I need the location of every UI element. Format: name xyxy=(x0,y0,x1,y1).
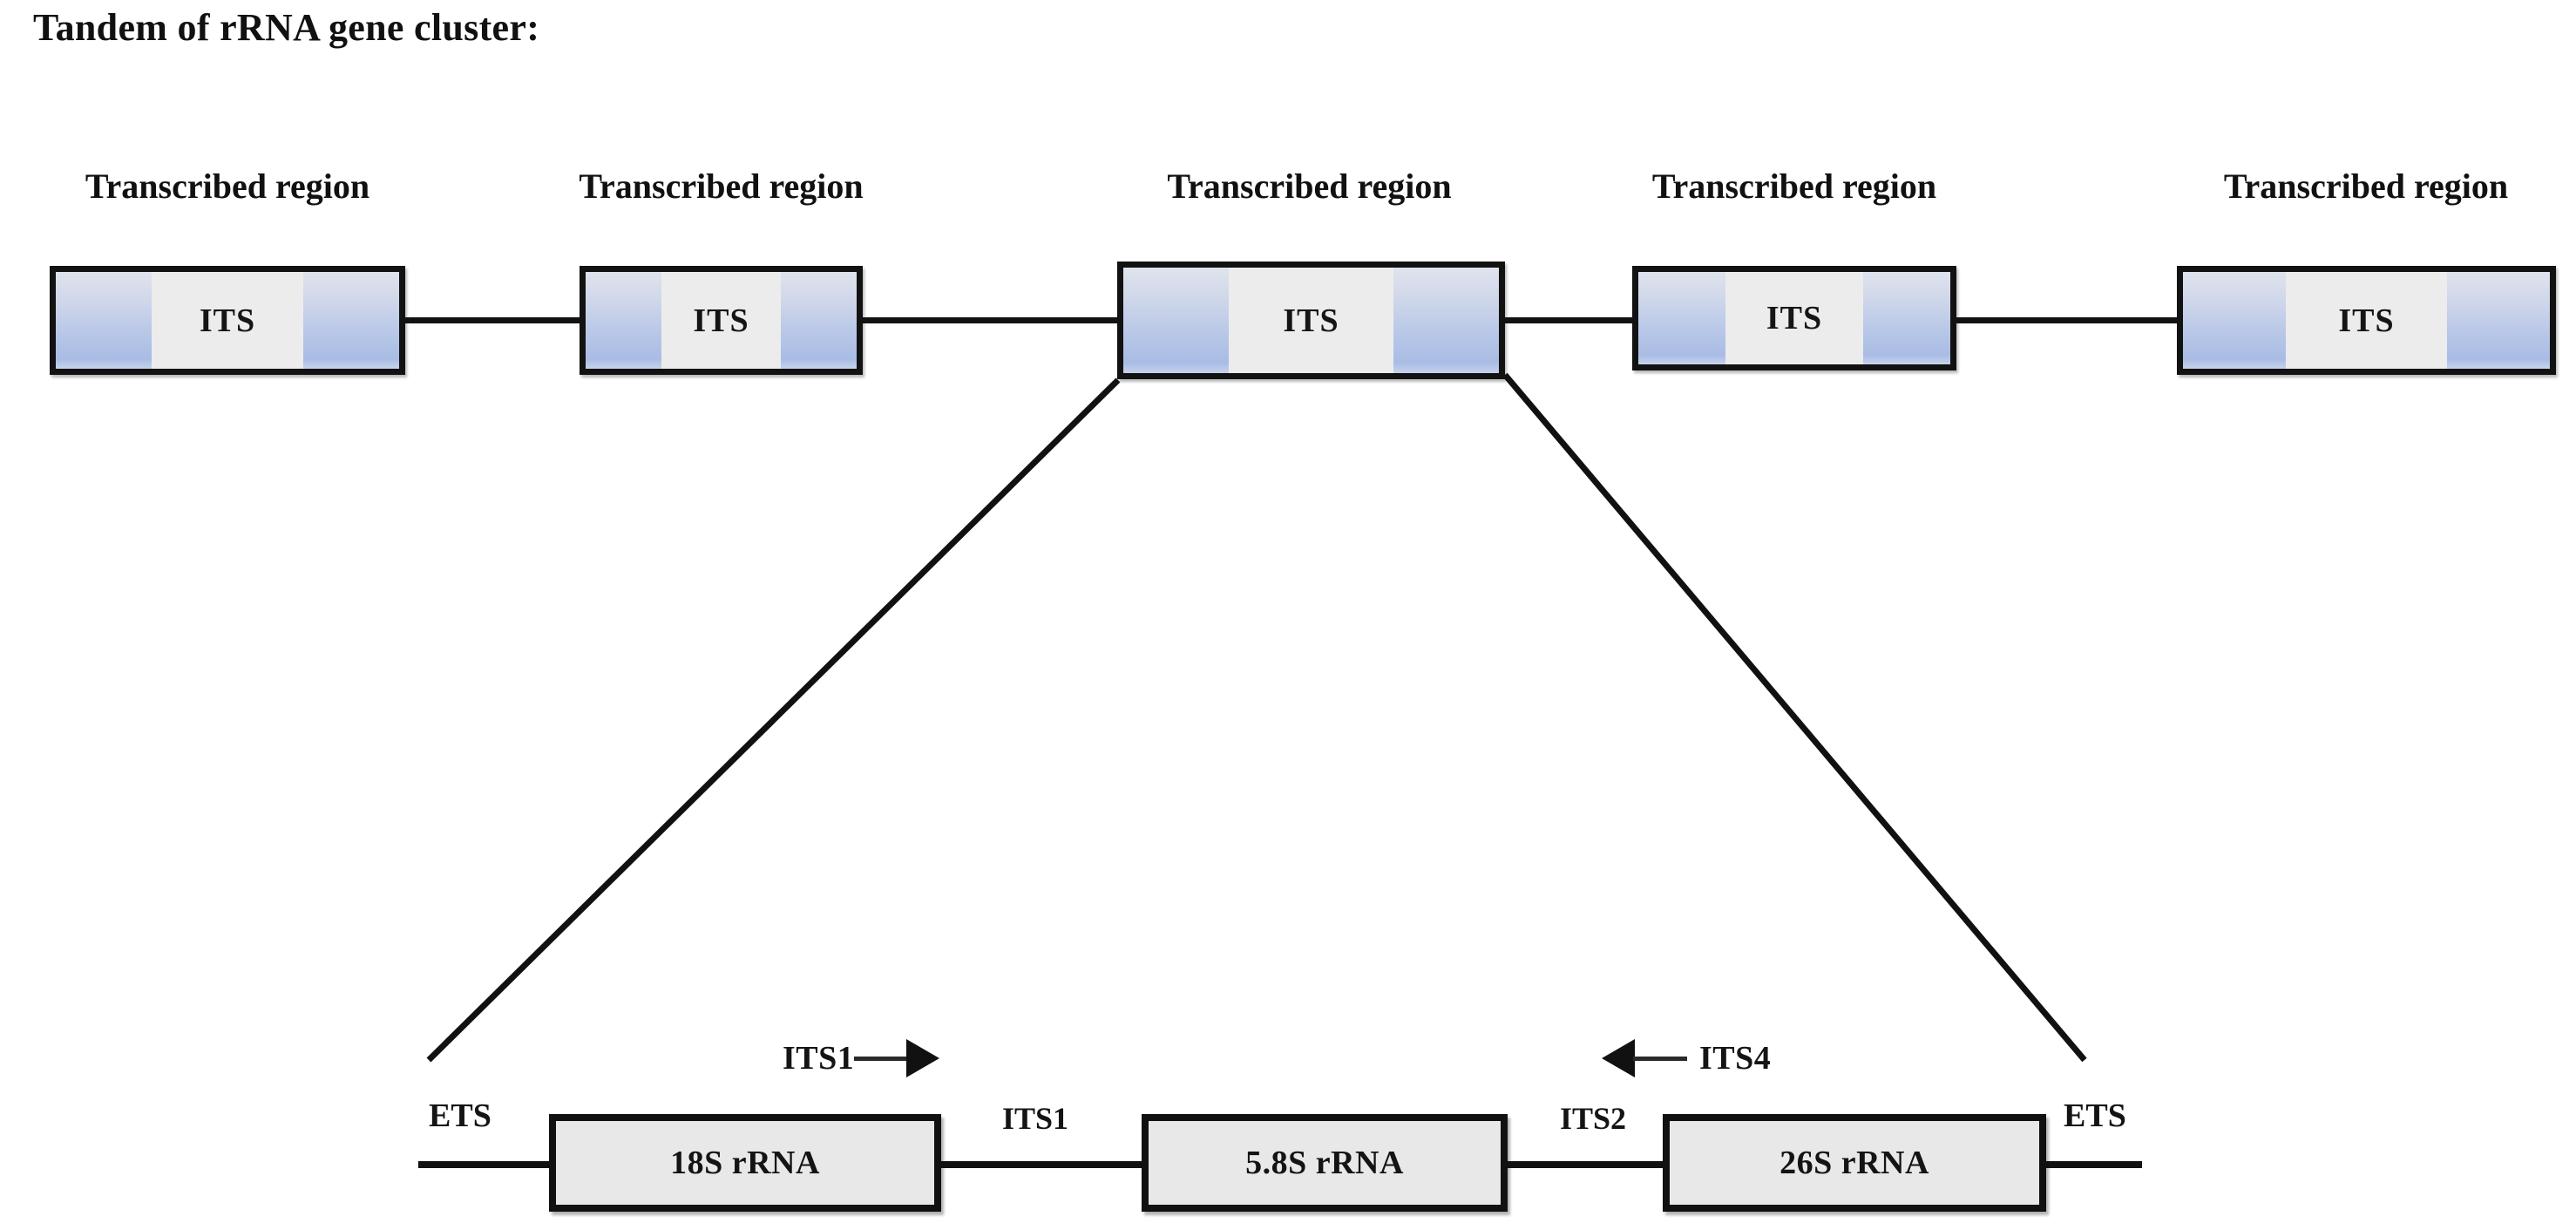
dna-line-right-ets xyxy=(2041,1161,2142,1168)
ets-label-right: ETS xyxy=(2064,1097,2126,1134)
its-center-3: ITS xyxy=(1228,268,1394,373)
primer-its1-shaft xyxy=(854,1056,909,1061)
its-label-2: ITS xyxy=(693,302,749,339)
its-label-1: ITS xyxy=(199,302,256,339)
its-label-3: ITS xyxy=(1283,302,1339,339)
its-flank-right-3 xyxy=(1393,268,1499,373)
arrow-right-icon xyxy=(906,1039,940,1077)
its-center-1: ITS xyxy=(152,272,303,369)
primer-its4-shaft xyxy=(1633,1056,1687,1061)
its-flank-left-4 xyxy=(1638,272,1726,364)
gene-box-26s: 26S rRNA xyxy=(1663,1114,2046,1212)
primer-its4-label: ITS4 xyxy=(1699,1040,1772,1077)
its-center-5: ITS xyxy=(2285,272,2448,369)
dna-line-left-ets xyxy=(418,1161,554,1168)
primer-its1-label: ITS1 xyxy=(783,1040,855,1077)
transcribed-region-label-4: Transcribed region xyxy=(1651,166,1937,206)
primer-its4: ITS4 xyxy=(1602,1039,1771,1077)
tandem-connector-4 xyxy=(1956,317,2179,323)
its-flank-left-1 xyxy=(56,272,153,369)
transcribed-region-label-2: Transcribed region xyxy=(579,166,864,206)
its-flank-right-1 xyxy=(302,272,399,369)
its-label-5: ITS xyxy=(2338,302,2395,339)
expansion-line-right xyxy=(1502,372,2087,1063)
spacer-label-its1: ITS1 xyxy=(1002,1101,1069,1136)
its-box-3: ITS xyxy=(1117,262,1505,379)
its-flank-right-4 xyxy=(1862,272,1950,364)
transcribed-region-label-3: Transcribed region xyxy=(1167,166,1452,206)
its-box-2: ITS xyxy=(580,266,863,375)
its-box-5: ITS xyxy=(2177,266,2556,375)
its-flank-left-3 xyxy=(1123,268,1229,373)
its-flank-right-5 xyxy=(2447,272,2550,369)
gene-box-58s: 5.8S rRNA xyxy=(1142,1114,1508,1212)
transcribed-region-label-5: Transcribed region xyxy=(2223,166,2509,206)
page-title: Tandem of rRNA gene cluster: xyxy=(33,6,540,49)
tandem-connector-2 xyxy=(863,317,1117,323)
its-flank-left-2 xyxy=(586,272,662,369)
gene-label-58s: 5.8S rRNA xyxy=(1245,1145,1404,1181)
its-center-2: ITS xyxy=(661,272,781,369)
its-flank-right-2 xyxy=(780,272,857,369)
transcribed-region-label-1: Transcribed region xyxy=(85,166,370,206)
gene-label-18s: 18S rRNA xyxy=(670,1145,820,1181)
spacer-label-its2: ITS2 xyxy=(1560,1101,1627,1136)
tandem-connector-3 xyxy=(1505,317,1636,323)
its-label-4: ITS xyxy=(1766,300,1823,336)
its-box-1: ITS xyxy=(50,266,405,375)
primer-its1: ITS1 xyxy=(783,1039,940,1077)
tandem-connector-1 xyxy=(405,317,580,323)
expansion-line-left xyxy=(426,377,1121,1063)
its-flank-left-5 xyxy=(2183,272,2286,369)
ets-label-left: ETS xyxy=(429,1097,491,1134)
gene-box-18s: 18S rRNA xyxy=(549,1114,941,1212)
gene-label-26s: 26S rRNA xyxy=(1779,1145,1929,1181)
its-box-4: ITS xyxy=(1632,266,1956,370)
dna-line-its2 xyxy=(1502,1161,1668,1168)
dna-line-its1 xyxy=(936,1161,1147,1168)
its-center-4: ITS xyxy=(1725,272,1863,364)
arrow-left-icon xyxy=(1602,1039,1635,1077)
